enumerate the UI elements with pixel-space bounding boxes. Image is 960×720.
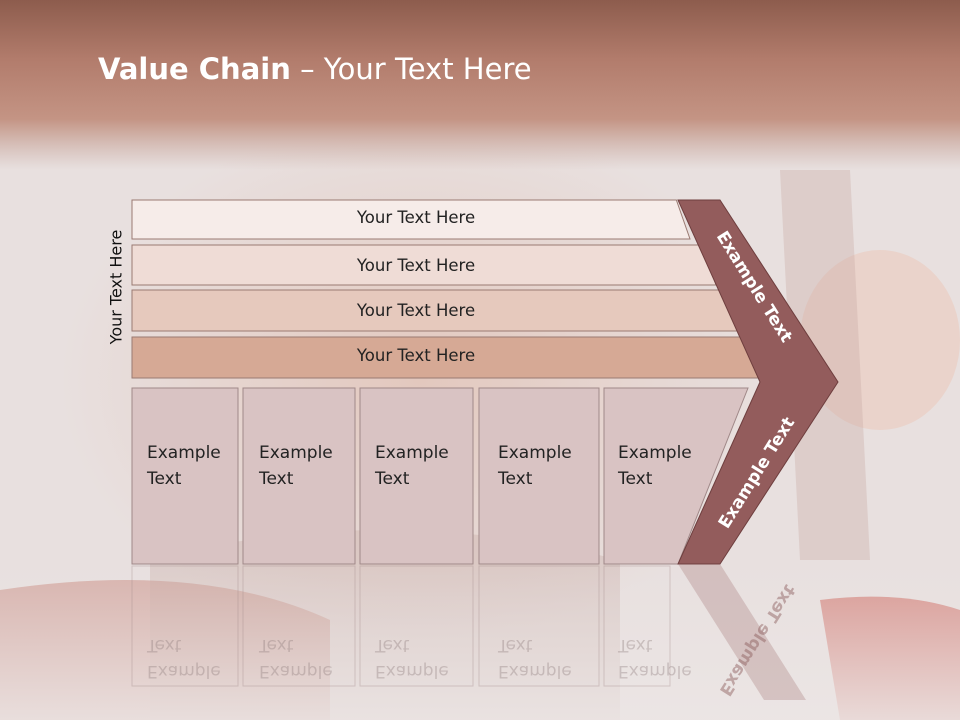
column-reflection-box-5 [603, 565, 671, 687]
chevron-arrow [677, 199, 839, 565]
column-reflection-box-4 [478, 565, 600, 687]
column-reflection-box-2 [242, 565, 356, 687]
chevron-reflection [678, 564, 806, 700]
bar-label-3: Your Text Here [356, 301, 476, 320]
bar-label-1: Your Text Here [356, 208, 476, 227]
column-3 [359, 387, 474, 565]
column-2 [242, 387, 356, 565]
page-title: Value Chain – Your Text Here [98, 52, 532, 86]
column-1 [131, 387, 239, 565]
bar-label-2: Your Text Here [356, 256, 476, 275]
column-reflection-box-3 [359, 565, 474, 687]
bar-1 [131, 199, 691, 240]
column-4 [478, 387, 600, 565]
bar-label-4: Your Text Here [356, 346, 476, 365]
column-reflection-box-1 [131, 565, 239, 687]
